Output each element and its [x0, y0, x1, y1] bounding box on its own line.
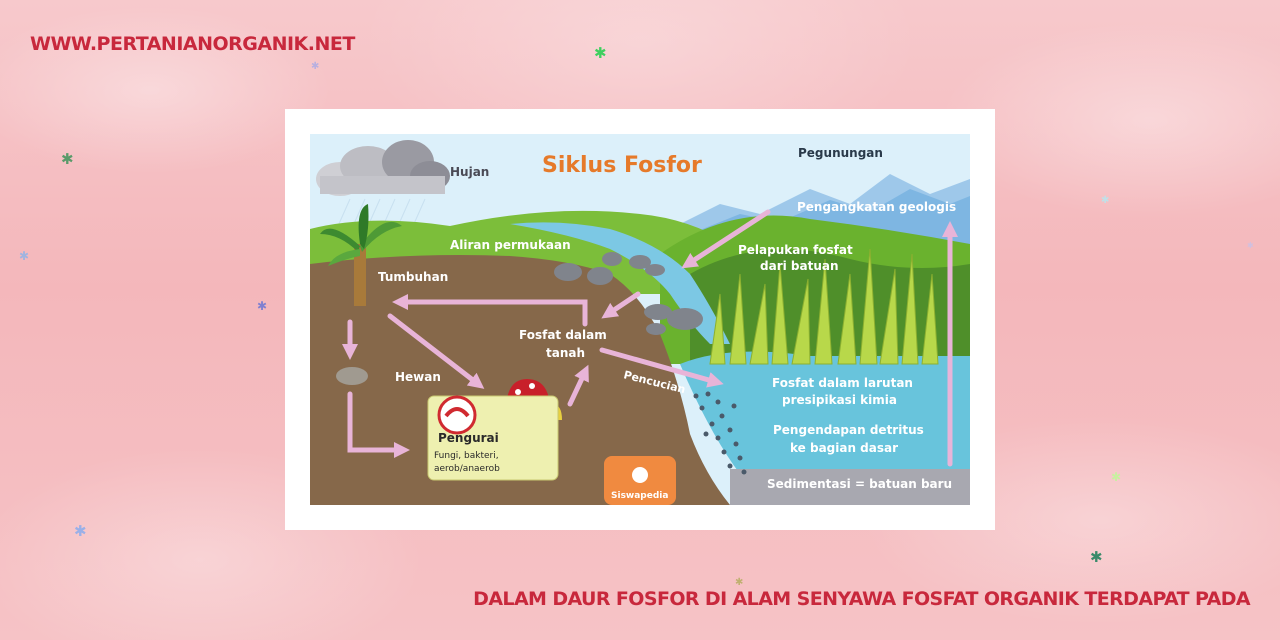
- rain-cloud-icon: [316, 140, 450, 196]
- river: [510, 222, 730, 344]
- arrow-aliran-to-tanah: [601, 291, 641, 319]
- label-fosfat-tanah-2: tanah: [546, 346, 585, 360]
- water-body: [680, 351, 970, 474]
- soil: [310, 255, 730, 505]
- star-icon: ✱: [19, 249, 30, 263]
- label-larutan-2: presipikasi kimia: [782, 393, 897, 407]
- star-icon: ✱: [1111, 470, 1122, 484]
- diagram-frame: Siklus Fosfor Hujan Pegunungan Pengangka…: [285, 109, 995, 530]
- label-pelapukan-1: Pelapukan fosfat: [738, 243, 853, 257]
- star-icon: ✱: [594, 44, 607, 62]
- star-icon: ✱: [1090, 548, 1103, 566]
- label-pengendapan-1: Pengendapan detritus: [773, 423, 924, 437]
- label-pengurai-sub-2: aerob/anaerob: [434, 464, 500, 474]
- mouse-icon: [336, 367, 368, 385]
- logo-text: Siswapedia: [611, 491, 668, 501]
- label-pegunungan: Pegunungan: [798, 146, 883, 160]
- label-sedimentasi: Sedimentasi = batuan baru: [767, 477, 952, 491]
- rock-icons: [554, 252, 703, 335]
- label-pengangkatan: Pengangkatan geologis: [797, 200, 956, 214]
- page-caption: DALAM DAUR FOSFOR DI ALAM SENYAWA FOSFAT…: [473, 588, 1250, 610]
- recycle-icon: [437, 395, 477, 435]
- arrows: [341, 209, 959, 467]
- label-pengendapan-2: ke bagian dasar: [790, 441, 898, 455]
- star-icon: ✱: [74, 522, 87, 540]
- label-pengurai-sub-1: Fungi, bakteri,: [434, 451, 499, 461]
- grass-icon: [709, 248, 939, 365]
- arrow-tanah-to-tumbuhan: [391, 293, 588, 327]
- star-icon: ✱: [61, 150, 74, 168]
- arrow-pelapukan-to-aliran: [681, 209, 771, 269]
- label-hujan: Hujan: [450, 165, 489, 179]
- label-larutan-1: Fosfat dalam larutan: [772, 376, 913, 390]
- sediment-dots: [693, 391, 747, 475]
- label-pengurai: Pengurai: [438, 431, 499, 445]
- label-aliran: Aliran permukaan: [450, 238, 571, 252]
- arrow-pencucian: [599, 347, 724, 388]
- star-icon: ✱: [311, 61, 320, 72]
- star-icon: ✱: [1101, 195, 1110, 206]
- recycle-arc: [444, 407, 470, 418]
- arrow-tumbuhan-to-pengurai: [387, 313, 485, 389]
- diagram-title: Siklus Fosfor: [542, 153, 702, 178]
- phosphorus-cycle-diagram: Siklus Fosfor Hujan Pegunungan Pengangka…: [310, 134, 970, 505]
- logo-flower-icon: [632, 467, 648, 483]
- sediment-layer: [730, 469, 970, 505]
- site-url[interactable]: WWW.PERTANIANORGANIK.NET: [30, 33, 355, 55]
- plant-icon: [320, 204, 402, 306]
- arrow-pengurai-to-tanah: [567, 364, 589, 407]
- arrow-hewan-to-pengurai: [347, 391, 411, 459]
- star-icon: ✱: [257, 299, 268, 313]
- label-fosfat-tanah-1: Fosfat dalam: [519, 328, 607, 342]
- star-icon: ✱: [735, 577, 744, 588]
- label-tumbuhan: Tumbuhan: [378, 270, 448, 284]
- label-hewan: Hewan: [395, 370, 441, 384]
- label-pelapukan-2: dari batuan: [760, 259, 839, 273]
- star-icon: ✱: [1247, 241, 1254, 250]
